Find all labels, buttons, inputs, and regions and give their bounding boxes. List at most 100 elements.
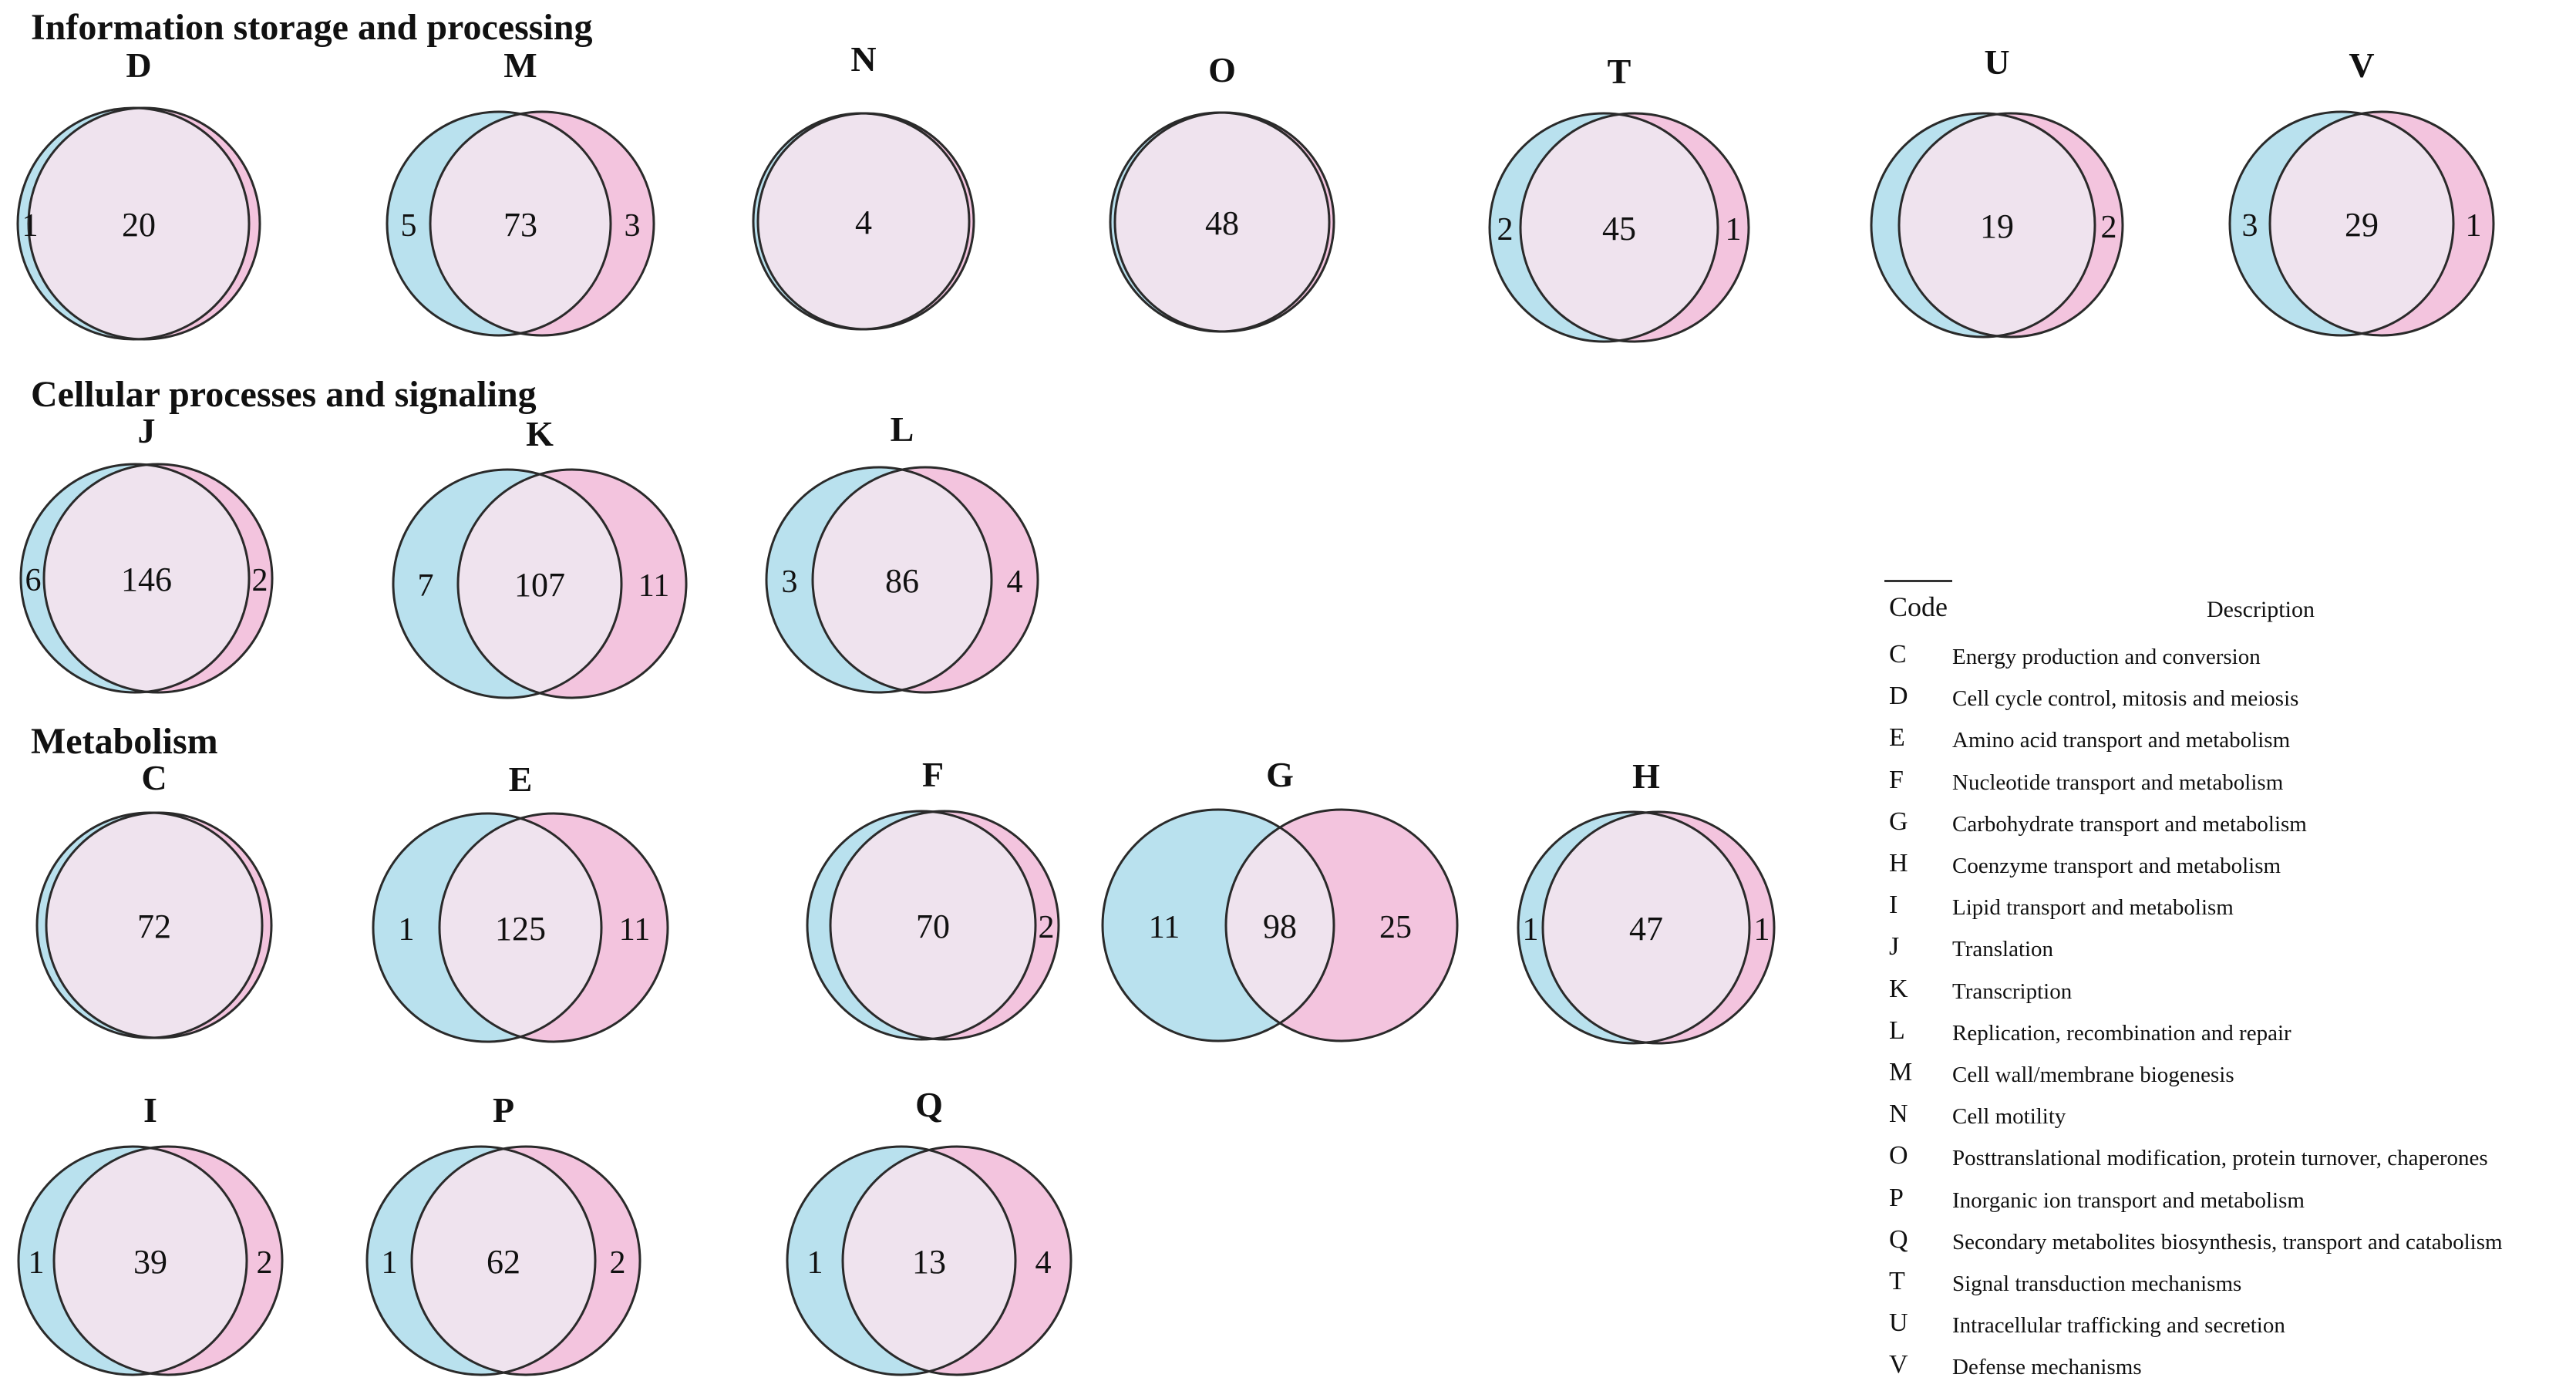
venn-g-left-count: 11 <box>1149 910 1180 945</box>
venn-m-overlap-count: 73 <box>503 206 537 244</box>
legend-code: U <box>1889 1308 1908 1338</box>
venn-t-overlap-count: 45 <box>1602 210 1636 248</box>
venn-h-right-count: 1 <box>1754 912 1770 948</box>
venn-q-left-count: 1 <box>807 1245 823 1281</box>
venn-e-label: E <box>509 759 533 799</box>
venn-n-label: N <box>850 39 876 79</box>
venn-e-overlap <box>439 813 601 1042</box>
legend-code: V <box>1889 1350 1908 1379</box>
venn-g-right-outline <box>1224 808 1459 1042</box>
venn-d-label: D <box>126 45 151 85</box>
venn-l-right-count: 4 <box>1007 564 1023 600</box>
venn-u-overlap <box>1899 113 2095 337</box>
venn-h-left-count: 1 <box>1523 912 1539 948</box>
venn-j-label: J <box>138 411 156 450</box>
venn-f-left-outline <box>806 810 1037 1041</box>
legend-description: Coenzyme transport and metabolism <box>1952 854 2281 878</box>
venn-c-overlap <box>46 813 262 1038</box>
venn-k-overlap <box>458 470 621 698</box>
venn-f-overlap <box>830 811 1035 1039</box>
venn-c-overlap-count: 72 <box>137 908 171 945</box>
legend-description: Lipid transport and metabolism <box>1952 895 2234 921</box>
legend-row: U Intracellular trafficking and secretion <box>1884 1308 2563 1349</box>
venn-l-overlap-count: 86 <box>885 562 919 600</box>
legend-code: M <box>1889 1058 1913 1086</box>
venn-j-overlap-count: 146 <box>121 561 172 598</box>
legend-header-description: Description <box>2207 597 2315 622</box>
legend-row: P Inorganic ion transport and metabolism <box>1884 1184 2563 1224</box>
venn-p-label: P <box>493 1090 514 1130</box>
venn-v-right-outline <box>2268 110 2495 337</box>
venn-i-label: I <box>143 1090 157 1130</box>
venn-o-overlap-count: 48 <box>1205 204 1239 242</box>
legend-description: Energy production and conversion <box>1952 645 2261 669</box>
venn-k-left-outline <box>392 468 623 699</box>
legend-description: Inorganic ion transport and metabolism <box>1952 1187 2305 1213</box>
venn-k-left-count: 7 <box>418 568 434 604</box>
legend-description: Amino acid transport and metabolism <box>1952 728 2291 753</box>
venn-l-left-outline <box>765 466 993 694</box>
venn-k-overlap-count: 107 <box>514 566 565 604</box>
legend-description: Cell cycle control, mitosis and meiosis <box>1952 686 2299 712</box>
legend-header-code: Code <box>1889 591 1948 622</box>
venn-m-right-outline <box>429 110 655 337</box>
venn-i-overlap-count: 39 <box>133 1243 167 1281</box>
legend-description: Replication, recombination and repair <box>1952 1020 2291 1046</box>
venn-g-overlap <box>1226 810 1334 1041</box>
venn-m-label: M <box>503 45 537 85</box>
venn-h-overlap <box>1543 812 1749 1043</box>
legend-code: I <box>1889 891 1898 920</box>
venn-p-right-count: 2 <box>610 1245 626 1281</box>
legend-code: T <box>1889 1267 1905 1295</box>
venn-v-overlap-count: 29 <box>2345 206 2379 244</box>
venn-g-label: G <box>1266 755 1294 794</box>
venn-q-overlap-count: 13 <box>912 1243 946 1281</box>
venn-j-right-count: 2 <box>252 563 268 598</box>
venn-l-label: L <box>891 409 914 449</box>
legend-description: Translation <box>1952 937 2054 962</box>
section-title-cellular: Cellular processes and signaling <box>31 374 537 415</box>
venn-o-right-outline <box>1113 111 1335 333</box>
legend-rule <box>1884 580 1952 582</box>
venn-c: C72 <box>35 758 273 1039</box>
legend-description: Nucleotide transport and metabolism <box>1952 770 2284 795</box>
legend-description: Cell motility <box>1952 1104 2066 1130</box>
venn-q-right-outline <box>841 1145 1072 1376</box>
venn-n-overlap <box>758 113 969 329</box>
venn-c-right-outline <box>45 811 273 1039</box>
venn-e-right-count: 11 <box>619 912 650 948</box>
venn-j-right-outline <box>42 463 274 694</box>
legend-code: P <box>1889 1183 1904 1212</box>
venn-h-right-outline <box>1541 810 1776 1045</box>
legend-description: Intracellular trafficking and secretion <box>1952 1313 2285 1339</box>
legend-row: I Lipid transport and metabolism <box>1884 891 2563 931</box>
venn-k-right-count: 11 <box>638 568 669 604</box>
venn-t-label: T <box>1608 52 1631 91</box>
legend-description: Secondary metabolites biosynthesis, tran… <box>1952 1229 2503 1255</box>
venn-d-right-outline <box>27 106 261 341</box>
legend-code: Q <box>1889 1224 1908 1254</box>
venn-k-right-outline <box>456 468 688 699</box>
venn-u-right-outline <box>1897 112 2124 338</box>
venn-h-label: H <box>1632 756 1660 796</box>
venn-j-left-outline <box>19 463 251 694</box>
venn-e-left-outline <box>372 812 603 1043</box>
legend-description: Posttranslational modification, protein … <box>1952 1146 2488 1171</box>
legend-code: N <box>1889 1100 1908 1129</box>
